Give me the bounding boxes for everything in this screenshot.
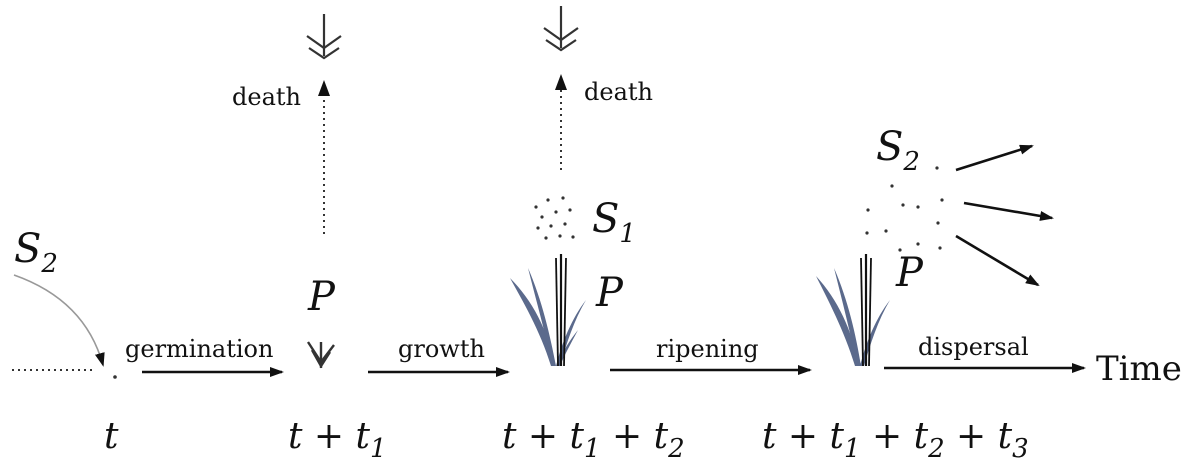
germination-label: germination	[125, 335, 273, 363]
seed-s1-label: S1	[592, 196, 636, 249]
seed-s2-right: S2	[876, 124, 920, 177]
death-label-2: death	[584, 78, 653, 106]
ripening-label: ripening	[656, 335, 759, 363]
death-arrowhead-1	[318, 80, 330, 96]
dispersal-ray-3	[955, 234, 1040, 287]
time-point-t3: t + t1 + t2 + t3	[762, 416, 1029, 459]
time-point-t1: t + t1	[288, 416, 387, 459]
death-label-1: death	[232, 83, 301, 111]
grass-plant-icon-2	[816, 254, 890, 367]
dispersal-ray-1	[955, 144, 1034, 172]
time-axis-label: Time	[1096, 349, 1182, 389]
plant-p-2: P	[595, 270, 624, 316]
dispersing-seeds	[865, 166, 944, 252]
dead-seedling-icon	[306, 14, 342, 60]
dead-seedling-icon-2	[543, 6, 579, 52]
dispersal-ray-2	[963, 201, 1054, 221]
growth-label: growth	[398, 335, 485, 363]
dispersal-label: dispersal	[918, 333, 1029, 361]
grass-plant-icon	[510, 254, 586, 367]
seedling-icon	[306, 341, 335, 369]
seed-point	[113, 375, 117, 379]
plant-p-3: P	[895, 250, 924, 296]
s2-curve-arrow	[13, 274, 105, 367]
plant-p-1: P	[307, 274, 336, 320]
seed-cluster-s1	[534, 196, 575, 240]
death-arrowhead-2	[555, 74, 567, 90]
time-point-t2: t + t1 + t2	[502, 416, 685, 459]
time-point-t: t	[104, 416, 119, 457]
seed-s2-left: S2	[14, 226, 58, 279]
